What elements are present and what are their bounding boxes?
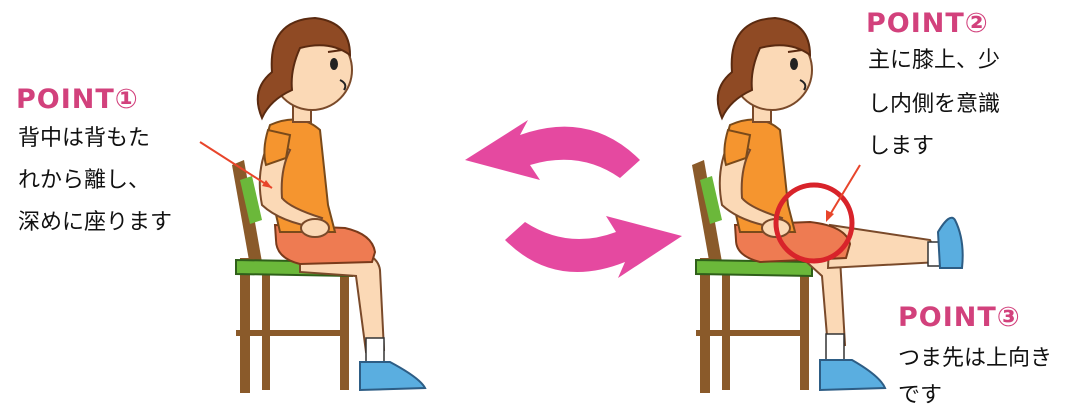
point3-line-1: つま先は上向き: [898, 340, 1052, 372]
point3-line-2: です: [898, 377, 942, 409]
point2-line-1: 主に膝上、少: [868, 42, 1000, 74]
point2-line-2: し内側を意識: [868, 86, 1000, 118]
point1-line-1: 背中は背もた: [18, 120, 150, 152]
seated-figure: [200, 18, 425, 393]
point1-title: POINT①: [16, 84, 139, 115]
arrow-lower: [505, 216, 682, 278]
leg-raise-figure: [692, 18, 963, 393]
point2-title: POINT②: [866, 8, 989, 39]
arrow-upper: [465, 120, 640, 180]
point1-line-2: れから離し、: [18, 162, 150, 194]
point2-line-3: します: [868, 128, 934, 160]
point3-title: POINT③: [898, 302, 1021, 333]
cycle-arrows: [465, 120, 682, 278]
point1-line-3: 深めに座ります: [18, 204, 172, 236]
